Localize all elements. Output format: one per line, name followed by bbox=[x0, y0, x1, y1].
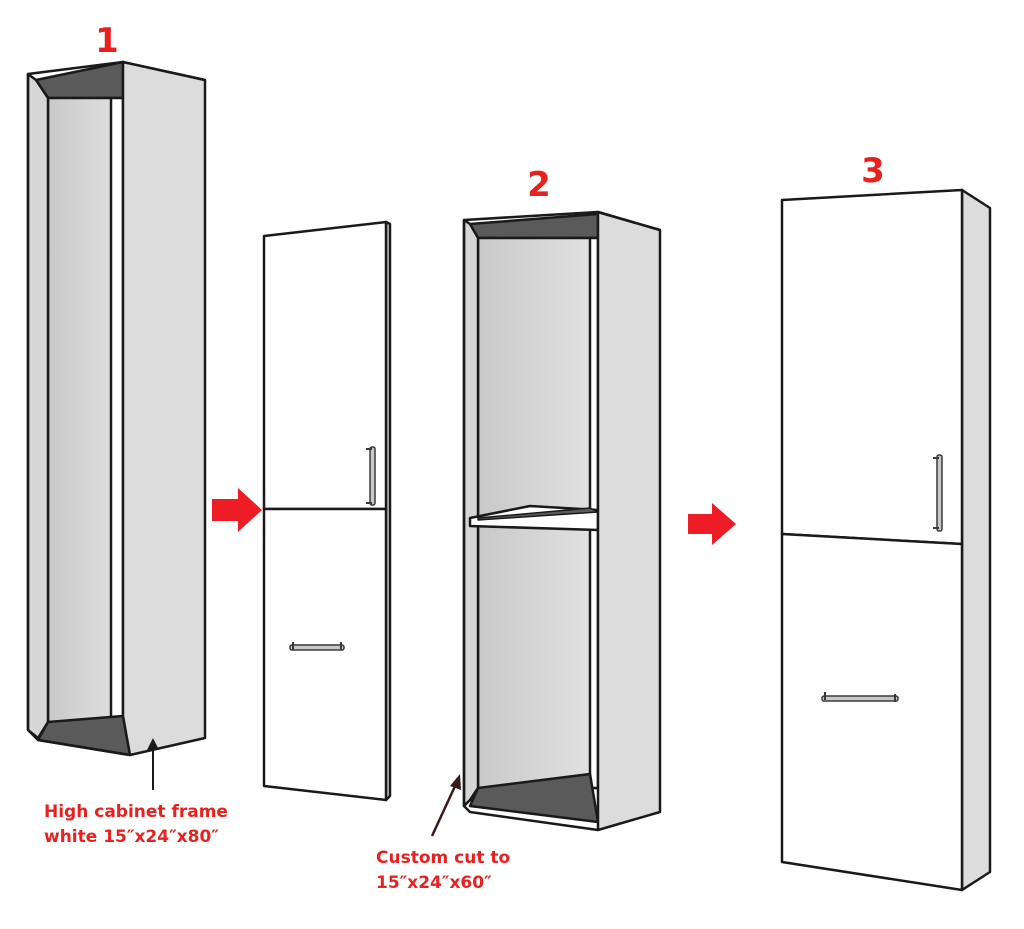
step-number-2: 2 bbox=[527, 165, 551, 205]
frame-caption: High cabinet frame white 15″x24″x80″ bbox=[44, 800, 228, 850]
cut-right-side bbox=[596, 210, 662, 832]
upper-door bbox=[262, 220, 388, 511]
assembled-upper-door bbox=[780, 188, 964, 546]
vertical-handle-icon bbox=[933, 454, 943, 532]
assembled-lower-door bbox=[780, 532, 964, 892]
horizontal-handle-icon bbox=[289, 642, 345, 651]
frame-right-edge bbox=[109, 96, 125, 724]
vertical-handle-icon bbox=[366, 446, 376, 506]
step-number-1: 1 bbox=[95, 21, 119, 61]
custom-cut-caption-line2: 15″x24″x60″ bbox=[376, 873, 492, 893]
red-right-arrow-icon bbox=[212, 488, 262, 532]
pointer-arrow-icon bbox=[147, 738, 159, 790]
frame-right-side bbox=[121, 60, 207, 757]
cabinet-frame-cut bbox=[462, 210, 662, 832]
frame-left-side bbox=[26, 72, 50, 740]
cabinet-assembled bbox=[780, 188, 992, 892]
lower-door bbox=[262, 507, 388, 802]
assembled-right-side bbox=[960, 188, 992, 892]
custom-cut-caption: Custom cut to 15″x24″x60″ bbox=[376, 846, 510, 896]
frame-caption-line1: High cabinet frame bbox=[44, 802, 228, 822]
frame-caption-line2: white 15″x24″x80″ bbox=[44, 827, 219, 847]
horizontal-handle-icon bbox=[821, 692, 899, 702]
cut-left-side bbox=[462, 218, 480, 808]
custom-cut-caption-line1: Custom cut to bbox=[376, 848, 511, 868]
pointer-arrow-icon bbox=[430, 774, 461, 837]
frame-bottom-interior bbox=[36, 714, 132, 757]
cabinet-frame-tall bbox=[26, 60, 207, 757]
step-number-3: 3 bbox=[861, 151, 885, 191]
red-right-arrow-icon bbox=[688, 503, 736, 545]
door-panel-pair bbox=[262, 220, 392, 802]
